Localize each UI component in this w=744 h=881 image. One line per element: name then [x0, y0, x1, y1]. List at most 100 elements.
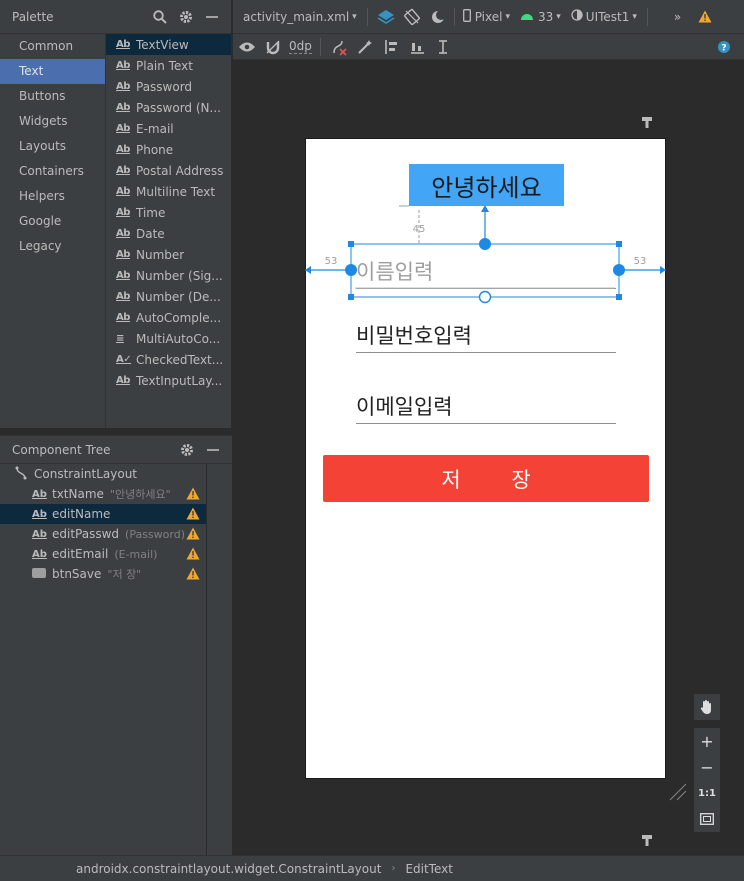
- palette-title: Palette: [12, 9, 54, 24]
- gear-icon[interactable]: [176, 439, 198, 461]
- overflow-icon[interactable]: »: [673, 9, 682, 24]
- tree-root[interactable]: ConstraintLayout: [0, 464, 206, 484]
- palette-widget-label: AutoComple...: [136, 310, 222, 325]
- breadcrumb-parent[interactable]: androidx.constraintlayout.widget.Constra…: [76, 861, 382, 876]
- tree-item-detail: "저 장": [107, 568, 142, 581]
- palette-category-google[interactable]: Google: [19, 214, 62, 228]
- device-selector[interactable]: Pixel▾: [462, 8, 510, 25]
- editor-toolbar: activity_main.xml▾ Pixel▾ 33▾ UITest1▾ »: [233, 0, 744, 34]
- zoom-actual-button[interactable]: 1:1: [698, 787, 716, 799]
- palette-category-common[interactable]: Common: [19, 39, 74, 53]
- warning-icon[interactable]: [186, 547, 200, 560]
- hand-icon[interactable]: [693, 694, 721, 720]
- tree-item-detail: "안녕하세요": [109, 488, 171, 501]
- night-mode-icon[interactable]: [428, 7, 448, 27]
- palette-category-containers[interactable]: Containers: [19, 164, 84, 178]
- palette-category-legacy[interactable]: Legacy: [19, 239, 62, 253]
- component-tree-header: Component Tree: [0, 436, 232, 464]
- save-button[interactable]: 저 장: [323, 455, 649, 502]
- palette-widget-label: Plain Text: [136, 58, 193, 73]
- file-selector[interactable]: activity_main.xml▾: [243, 10, 357, 24]
- edit-password-field[interactable]: 비밀번호입력: [356, 317, 616, 353]
- search-icon[interactable]: [149, 6, 171, 28]
- magnet-icon[interactable]: [263, 37, 283, 57]
- design-canvas[interactable]: 안녕하세요 이름입력 비밀번호입력 이메일입력 저 장 45 53 53: [233, 60, 744, 855]
- default-margin[interactable]: 0dp: [289, 39, 312, 54]
- fit-screen-icon[interactable]: [693, 806, 721, 832]
- breadcrumb-separator: ›: [391, 863, 396, 874]
- pack-icon[interactable]: [381, 37, 401, 57]
- android-icon: [520, 10, 534, 24]
- text-widget-icon: Ab: [116, 291, 130, 302]
- phone-icon: [462, 8, 471, 25]
- help-icon[interactable]: ?: [714, 37, 734, 57]
- tree-item-editName[interactable]: Ab editName: [0, 504, 206, 524]
- palette-widget[interactable]: A✓CheckedText...: [106, 349, 231, 370]
- edit-name-field[interactable]: 이름입력: [356, 253, 616, 289]
- text-widget-icon: Ab: [32, 508, 47, 520]
- chevron-down-icon: ▾: [632, 11, 637, 22]
- eye-icon[interactable]: [237, 37, 257, 57]
- text-widget-icon: Ab: [116, 375, 130, 386]
- breadcrumb-current[interactable]: EditText: [405, 861, 453, 876]
- tree-root-label: ConstraintLayout: [34, 467, 138, 481]
- infer-constraints-icon[interactable]: [355, 37, 375, 57]
- clear-constraints-icon[interactable]: [329, 37, 349, 57]
- palette-widget-label: Number (De...: [136, 289, 221, 304]
- palette-category-layouts[interactable]: Layouts: [19, 139, 67, 153]
- zoom-out-button[interactable]: −: [700, 757, 714, 777]
- palette-category-helpers[interactable]: Helpers: [19, 189, 65, 203]
- warning-icon[interactable]: [186, 507, 200, 520]
- layers-icon[interactable]: [376, 7, 396, 27]
- gear-icon[interactable]: [175, 6, 197, 28]
- palette-category-widgets[interactable]: Widgets: [19, 114, 68, 128]
- minimize-icon[interactable]: [202, 439, 224, 461]
- orientation-icon[interactable]: [402, 7, 422, 27]
- theme-selector[interactable]: UITest1▾: [571, 9, 637, 24]
- palette-category-text[interactable]: Text: [0, 59, 105, 84]
- api-selector[interactable]: 33▾: [520, 10, 561, 24]
- text-widget-icon: Ab: [116, 81, 130, 92]
- resize-corner-icon[interactable]: [669, 783, 687, 801]
- palette-widget[interactable]: ≡MultiAutoCo...: [106, 328, 231, 349]
- warning-icon[interactable]: [186, 567, 200, 580]
- tree-item-name: editName: [52, 507, 111, 521]
- zoom-in-button[interactable]: +: [700, 731, 714, 751]
- warning-icon[interactable]: [186, 527, 200, 540]
- text-widget-icon: Ab: [32, 488, 47, 500]
- palette-widget-label: MultiAutoCo...: [136, 331, 221, 346]
- guidelines-icon[interactable]: [433, 37, 453, 57]
- text-widget-icon: Ab: [116, 102, 130, 113]
- palette-category-buttons[interactable]: Buttons: [19, 89, 66, 103]
- txt-name-view[interactable]: 안녕하세요: [409, 164, 564, 206]
- warning-icon[interactable]: [186, 487, 200, 500]
- minimize-icon[interactable]: [201, 6, 223, 28]
- text-widget-icon: Ab: [32, 548, 47, 560]
- palette-widget[interactable]: Ab Number (De...: [106, 286, 231, 307]
- align-icon[interactable]: [407, 37, 427, 57]
- text-widget-icon: Ab: [32, 528, 47, 540]
- file-name: activity_main.xml: [243, 9, 350, 24]
- warning-icon[interactable]: [695, 7, 715, 27]
- constraint-layout-icon: [14, 466, 28, 483]
- tree-item-btnSave[interactable]: btnSave"저 장": [0, 564, 206, 584]
- device-screen[interactable]: 안녕하세요 이름입력 비밀번호입력 이메일입력 저 장: [305, 138, 666, 779]
- edit-email-field[interactable]: 이메일입력: [356, 388, 616, 424]
